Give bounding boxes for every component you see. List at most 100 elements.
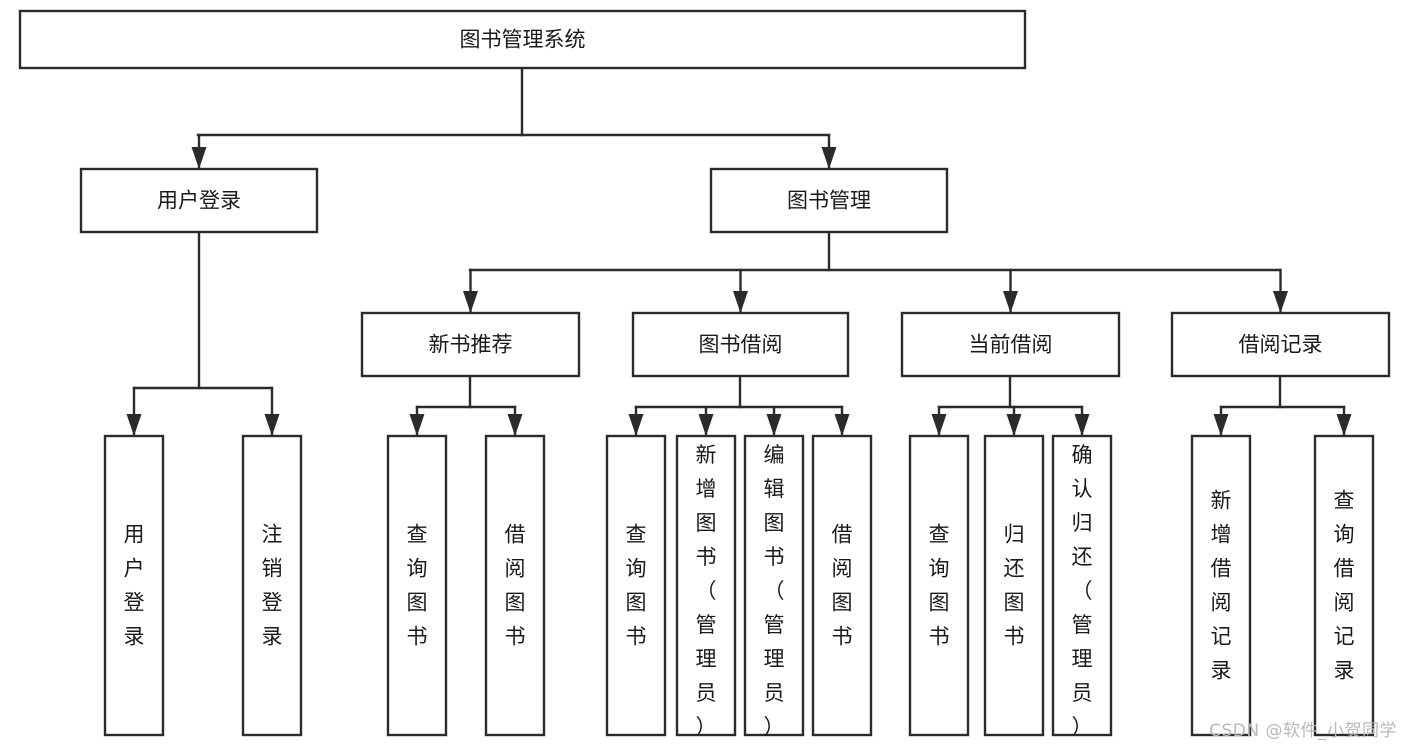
node-leaf-query-book-3[interactable]: 查询图书: [908, 434, 970, 737]
node-label-user-login-group: 用户登录: [157, 189, 241, 213]
node-leaf-borrow-book-2[interactable]: 借阅图书: [811, 434, 873, 737]
node-label-root: 图书管理系统: [460, 28, 586, 52]
edge-borrow-record: [1273, 268, 1288, 315]
node-leaf-user-login[interactable]: 用户登录: [103, 434, 165, 737]
edge-group-book-borrow-bus: [634, 374, 844, 409]
edge-user-login-group: [191, 133, 207, 171]
node-box-leaf-edit-book-admin[interactable]: [743, 434, 805, 737]
node-new-book-recommend[interactable]: 新书推荐: [360, 311, 581, 378]
node-borrow-record[interactable]: 借阅记录: [1170, 311, 1391, 378]
edge-group-current-borrow-bus: [937, 374, 1084, 409]
node-box-book-manage-group[interactable]: [709, 167, 949, 234]
arrow-head-icon: [1074, 414, 1090, 436]
edge-leaf-query-borrow-record: [1336, 405, 1352, 438]
node-leaf-query-borrow-record[interactable]: 查询借阅记录: [1313, 434, 1375, 737]
node-book-borrow[interactable]: 图书借阅: [631, 311, 850, 378]
node-label-leaf-add-book-admin: 新增图书（管理员）: [696, 443, 717, 739]
edge-leaf-borrow-book-1: [507, 405, 523, 438]
arrow-head-icon: [264, 414, 280, 436]
node-box-user-login-group[interactable]: [79, 167, 319, 234]
edge-group-borrow-record-bus: [1219, 374, 1346, 409]
node-label-book-manage-group: 图书管理: [787, 189, 871, 213]
node-user-login-group[interactable]: 用户登录: [79, 167, 319, 234]
node-label-new-book-recommend: 新书推荐: [429, 333, 513, 357]
node-box-leaf-user-login[interactable]: [103, 434, 165, 737]
node-box-leaf-add-borrow-record[interactable]: [1190, 434, 1252, 737]
node-label-leaf-user-logout: 注销登录: [262, 523, 283, 649]
edge-leaf-user-logout: [264, 386, 280, 438]
node-label-leaf-query-book-1: 查询图书: [407, 523, 428, 649]
node-label-leaf-query-borrow-record: 查询借阅记录: [1334, 489, 1355, 683]
node-label-leaf-query-book-2: 查询图书: [626, 523, 647, 649]
edge-new-book-recommend: [463, 268, 478, 315]
node-leaf-return-book[interactable]: 归还图书: [983, 434, 1045, 737]
node-book-manage-group[interactable]: 图书管理: [709, 167, 949, 234]
arrow-head-icon: [409, 414, 425, 436]
node-label-leaf-add-borrow-record: 新增借阅记录: [1211, 489, 1232, 683]
node-box-leaf-add-book-admin[interactable]: [675, 434, 737, 737]
connector-layer: [126, 66, 1352, 438]
node-box-root[interactable]: [18, 9, 1027, 70]
node-label-borrow-record: 借阅记录: [1239, 333, 1323, 357]
node-label-leaf-query-book-3: 查询图书: [929, 523, 950, 649]
arrow-head-icon: [463, 291, 478, 313]
node-layer: 图书管理系统用户登录图书管理新书推荐图书借阅当前借阅借阅记录用户登录注销登录查询…: [18, 9, 1391, 739]
edge-leaf-query-book-2: [628, 405, 644, 438]
node-leaf-borrow-book-1[interactable]: 借阅图书: [484, 434, 546, 737]
node-root[interactable]: 图书管理系统: [18, 9, 1027, 70]
node-label-book-borrow: 图书借阅: [699, 333, 783, 357]
edge-leaf-query-book-3: [931, 405, 947, 438]
edge-group-root-bus: [196, 66, 831, 137]
node-box-leaf-query-book-1[interactable]: [386, 434, 448, 737]
arrow-head-icon: [126, 414, 142, 436]
node-box-leaf-borrow-book-1[interactable]: [484, 434, 546, 737]
arrow-head-icon: [1336, 414, 1352, 436]
arrow-head-icon: [821, 147, 837, 169]
node-leaf-confirm-return-admin[interactable]: 确认归还（管理员）: [1051, 434, 1113, 739]
node-leaf-add-borrow-record[interactable]: 新增借阅记录: [1190, 434, 1252, 737]
edge-leaf-confirm-return-admin: [1074, 405, 1090, 438]
node-current-borrow[interactable]: 当前借阅: [900, 311, 1121, 378]
node-label-leaf-edit-book-admin: 编辑图书（管理员）: [764, 443, 785, 739]
arrow-head-icon: [733, 291, 748, 313]
arrow-head-icon: [1213, 414, 1229, 436]
node-label-leaf-user-login: 用户登录: [124, 523, 145, 649]
node-box-new-book-recommend[interactable]: [360, 311, 581, 378]
arrow-head-icon: [628, 414, 644, 436]
arrow-head-icon: [1006, 414, 1022, 436]
node-leaf-add-book-admin[interactable]: 新增图书（管理员）: [675, 434, 737, 739]
edge-book-borrow: [733, 268, 748, 315]
node-box-leaf-borrow-book-2[interactable]: [811, 434, 873, 737]
node-box-current-borrow[interactable]: [900, 311, 1121, 378]
node-box-leaf-query-book-2[interactable]: [605, 434, 667, 737]
node-leaf-query-book-1[interactable]: 查询图书: [386, 434, 448, 737]
node-leaf-user-logout[interactable]: 注销登录: [241, 434, 303, 737]
edge-current-borrow: [1003, 268, 1018, 315]
node-box-leaf-confirm-return-admin[interactable]: [1051, 434, 1113, 737]
node-box-leaf-return-book[interactable]: [983, 434, 1045, 737]
node-box-leaf-user-logout[interactable]: [241, 434, 303, 737]
arrow-head-icon: [507, 414, 523, 436]
edge-leaf-edit-book-admin: [766, 405, 782, 438]
edge-leaf-user-login: [126, 386, 142, 438]
node-box-borrow-record[interactable]: [1170, 311, 1391, 378]
node-leaf-edit-book-admin[interactable]: 编辑图书（管理员）: [743, 434, 805, 739]
node-box-leaf-query-book-3[interactable]: [908, 434, 970, 737]
edge-leaf-add-borrow-record: [1213, 405, 1229, 438]
edge-group-book-manage-bus: [468, 230, 1282, 272]
node-leaf-query-book-2[interactable]: 查询图书: [605, 434, 667, 737]
edge-group-new-book-bus: [415, 374, 517, 409]
arrow-head-icon: [191, 147, 207, 169]
node-box-book-borrow[interactable]: [631, 311, 850, 378]
arrow-head-icon: [931, 414, 947, 436]
arrow-head-icon: [698, 414, 714, 436]
edge-leaf-query-book-1: [409, 405, 425, 438]
edge-group-user-login-bus: [132, 230, 274, 390]
node-label-leaf-borrow-book-1: 借阅图书: [505, 523, 526, 649]
node-label-leaf-borrow-book-2: 借阅图书: [832, 523, 853, 649]
arrow-head-icon: [834, 414, 850, 436]
node-box-leaf-query-borrow-record[interactable]: [1313, 434, 1375, 737]
arrow-head-icon: [1273, 291, 1288, 313]
edge-leaf-borrow-book-2: [834, 405, 850, 438]
